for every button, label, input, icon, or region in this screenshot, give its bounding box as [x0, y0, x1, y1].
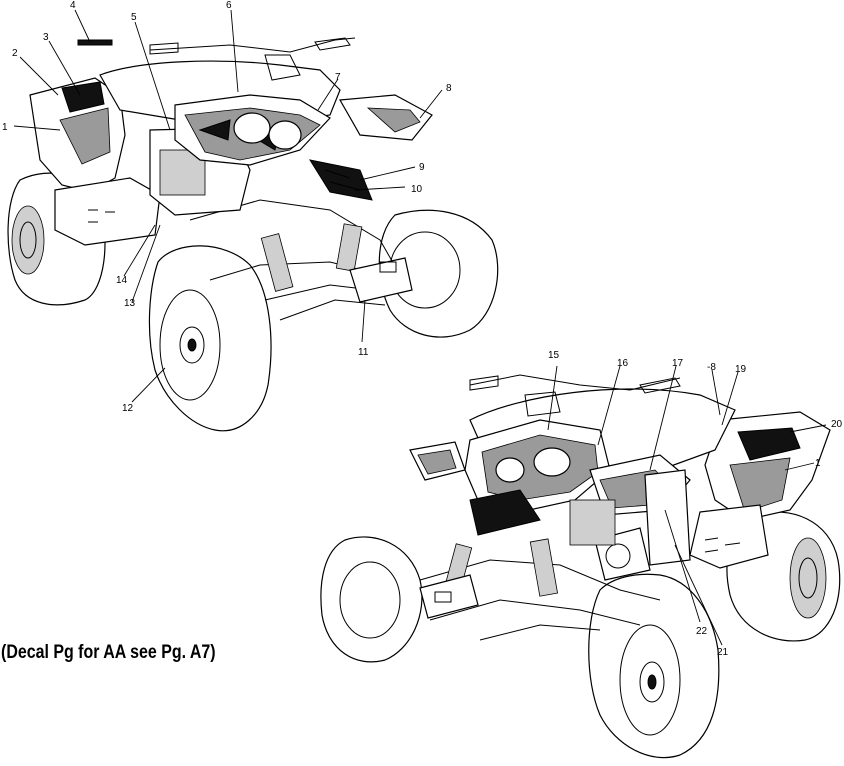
callout-2: 2 — [12, 48, 18, 59]
callout-9: 9 — [419, 162, 425, 173]
callout-1: 1 — [2, 122, 8, 133]
callout-20: 20 — [831, 419, 843, 430]
decal-logo-icon — [77, 39, 113, 46]
callout-7: 7 — [335, 72, 341, 83]
main-body-upper — [99, 60, 433, 216]
callout-21: 1 — [815, 458, 821, 469]
callout-3: 3 — [43, 32, 49, 43]
callout-23: 21 — [717, 647, 729, 658]
callout-19: 19 — [735, 364, 747, 375]
rear-fender-upper — [29, 77, 161, 246]
callout-22: 22 — [696, 626, 708, 637]
callout-5: 5 — [131, 12, 137, 23]
callout-11: 11 — [358, 347, 369, 358]
callout-10: 10 — [411, 184, 423, 195]
callout-18: -8 — [707, 362, 716, 373]
front-tire-lower — [588, 573, 720, 759]
callout-15: 15 — [548, 350, 560, 361]
callout-13: 13 — [124, 298, 136, 309]
callout-6: 6 — [226, 0, 232, 11]
atv-front-left-view — [7, 37, 499, 432]
front-left-tire-upper — [148, 245, 272, 432]
rear-fender-lower — [689, 411, 831, 569]
handlebar-upper — [149, 37, 356, 81]
caption: (Decal Pg for AA see Pg. A7) — [1, 642, 216, 663]
callout-12: 12 — [122, 403, 134, 414]
atv-rear-right-view — [320, 374, 841, 759]
callout-16: 16 — [617, 358, 629, 369]
leader-lines — [13, 9, 827, 646]
callout-4: 4 — [70, 0, 76, 11]
left-tire-lower — [320, 536, 423, 663]
callout-14: 14 — [116, 275, 128, 286]
handlebar-lower — [469, 374, 681, 417]
main-body-lower — [409, 388, 736, 566]
callout-17: 17 — [672, 358, 684, 369]
frame-upper — [189, 199, 413, 321]
callout-8: 8 — [446, 83, 452, 94]
